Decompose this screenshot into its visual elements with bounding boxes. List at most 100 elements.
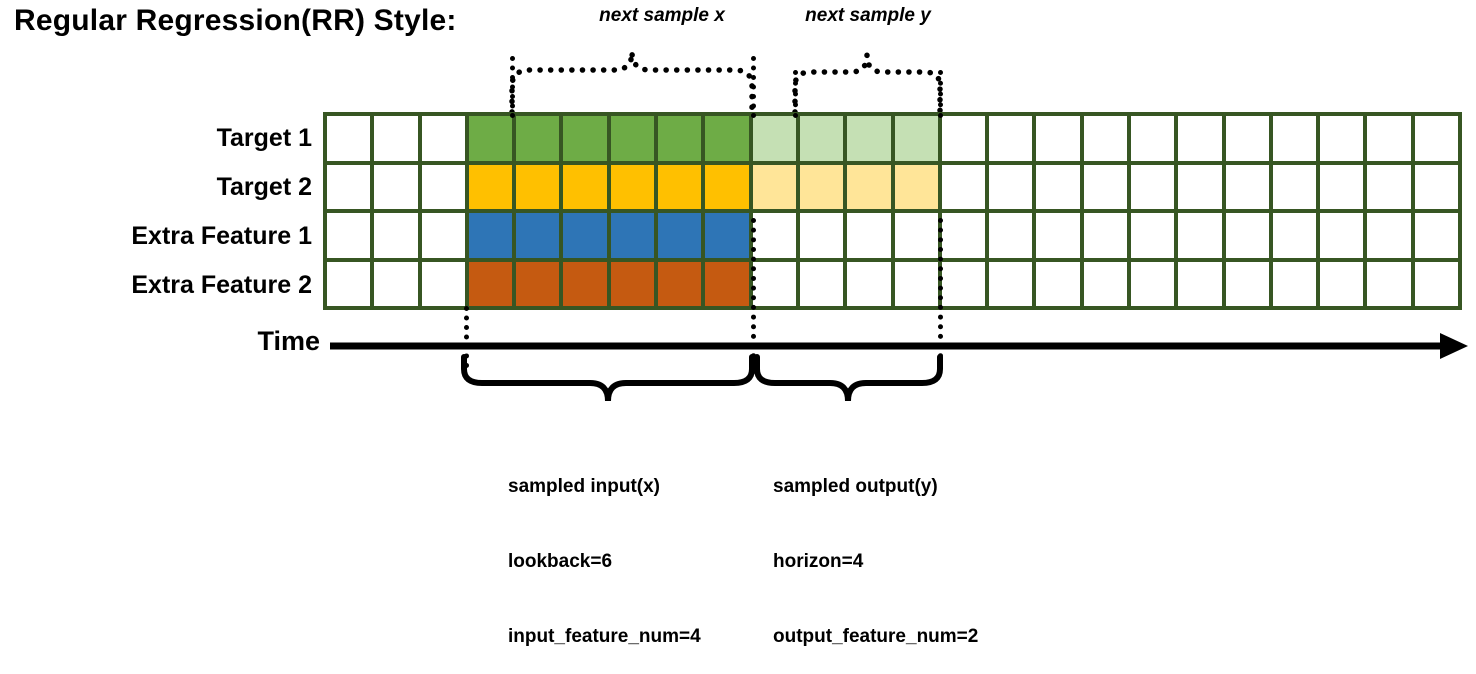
grid-cell-extra-feature-2-col-4 xyxy=(516,261,560,306)
grid-cell-extra-feature-1-col-19 xyxy=(1225,213,1269,258)
grid-cell-extra-feature-2-col-0 xyxy=(327,261,371,306)
grid-cell-target-1-col-17 xyxy=(1130,116,1175,161)
grid-cell-target-1-col-16 xyxy=(1083,116,1127,161)
grid-cell-extra-feature-1-col-3 xyxy=(468,213,513,258)
grid-cell-target-2-col-11 xyxy=(847,164,891,209)
grid-cell-target-1-col-0 xyxy=(327,116,371,161)
grid-cell-extra-feature-2-col-6 xyxy=(610,261,655,306)
page-title: Regular Regression(RR) Style: xyxy=(14,4,457,37)
grid-cell-extra-feature-2-col-10 xyxy=(799,261,844,306)
grid-cell-target-1-col-18 xyxy=(1178,116,1222,161)
row-label-extra-feature-1: Extra Feature 1 xyxy=(131,222,312,250)
bottom-braces-svg xyxy=(461,354,943,402)
grid-cell-target-1-col-15 xyxy=(1036,116,1080,161)
grid-cell-extra-feature-1-col-2 xyxy=(421,213,465,258)
grid-cell-target-2-col-5 xyxy=(563,164,607,209)
grid-cell-target-1-col-4 xyxy=(516,116,560,161)
guide-input-end-top xyxy=(751,56,756,118)
grid-cell-extra-feature-2-col-9 xyxy=(752,261,796,306)
grid-cell-extra-feature-1-col-23 xyxy=(1414,213,1458,258)
caption-input-line-1: sampled input(x) xyxy=(508,476,661,497)
caption-sampled-input: sampled input(x) lookback=6 input_featur… xyxy=(508,424,701,674)
grid-cell-target-1-col-2 xyxy=(421,116,465,161)
grid-cell-extra-feature-1-col-6 xyxy=(610,213,655,258)
grid-cell-target-2-col-20 xyxy=(1272,164,1317,209)
grid-cell-extra-feature-1-col-4 xyxy=(516,213,560,258)
caption-output-line-1: sampled output(y) xyxy=(773,476,938,497)
guide-output-end-bottom xyxy=(938,218,943,368)
grid-cell-target-1-col-6 xyxy=(610,116,655,161)
grid-cell-target-2-col-2 xyxy=(421,164,465,209)
grid-cell-extra-feature-1-col-13 xyxy=(941,213,986,258)
grid-cell-target-2-col-16 xyxy=(1083,164,1127,209)
grid-cell-target-2-col-17 xyxy=(1130,164,1175,209)
grid-cell-target-1-col-5 xyxy=(563,116,607,161)
grid-cell-target-2-col-9 xyxy=(752,164,796,209)
grid-cell-extra-feature-2-col-18 xyxy=(1178,261,1222,306)
grid-cell-extra-feature-1-col-22 xyxy=(1367,213,1411,258)
grid-cell-extra-feature-2-col-19 xyxy=(1225,261,1269,306)
row-label-extra-feature-2: Extra Feature 2 xyxy=(131,271,312,299)
timeline-grid xyxy=(323,112,1462,310)
grid-cell-extra-feature-2-col-5 xyxy=(563,261,607,306)
grid-cell-target-2-col-12 xyxy=(894,164,938,209)
grid-cell-target-1-col-10 xyxy=(799,116,844,161)
grid-cell-target-2-col-7 xyxy=(658,164,702,209)
grid-cell-extra-feature-2-col-13 xyxy=(941,261,986,306)
grid-cell-extra-feature-1-col-12 xyxy=(894,213,938,258)
grid-cell-target-1-col-22 xyxy=(1367,116,1411,161)
grid-cell-extra-feature-2-col-7 xyxy=(658,261,702,306)
grid-cell-extra-feature-2-col-21 xyxy=(1320,261,1364,306)
grid-cell-target-2-col-8 xyxy=(705,164,749,209)
grid-cell-target-2-col-3 xyxy=(468,164,513,209)
grid-cell-extra-feature-1-col-10 xyxy=(799,213,844,258)
time-axis-label: Time xyxy=(257,326,320,356)
grid-cell-target-2-col-4 xyxy=(516,164,560,209)
grid-cell-target-1-col-3 xyxy=(468,116,513,161)
grid-cell-extra-feature-1-col-5 xyxy=(563,213,607,258)
caption-output-line-3: output_feature_num=2 xyxy=(773,626,979,647)
grid-cell-extra-feature-1-col-9 xyxy=(752,213,796,258)
guide-output-start-top xyxy=(793,70,798,118)
brace-next-sample-y xyxy=(792,54,943,115)
caption-input-line-3: input_feature_num=4 xyxy=(508,626,701,647)
caption-sampled-output: sampled output(y) horizon=4 output_featu… xyxy=(773,424,978,674)
grid-cell-extra-feature-2-col-17 xyxy=(1130,261,1175,306)
grid-cell-target-1-col-19 xyxy=(1225,116,1269,161)
grid-cell-extra-feature-1-col-1 xyxy=(374,213,418,258)
time-axis-arrow xyxy=(330,333,1468,359)
grid-cell-target-1-col-8 xyxy=(705,116,749,161)
grid-cell-extra-feature-1-col-21 xyxy=(1320,213,1364,258)
grid-cell-target-1-col-11 xyxy=(847,116,891,161)
grid-cell-target-1-col-1 xyxy=(374,116,418,161)
grid-cell-target-2-col-19 xyxy=(1225,164,1269,209)
guide-input-start-bottom xyxy=(464,306,469,368)
grid-cell-extra-feature-2-col-14 xyxy=(989,261,1033,306)
grid-cell-extra-feature-2-col-8 xyxy=(705,261,749,306)
grid-cell-extra-feature-1-col-0 xyxy=(327,213,371,258)
grid-cell-extra-feature-1-col-16 xyxy=(1083,213,1127,258)
grid-cell-target-1-col-12 xyxy=(894,116,938,161)
grid-cell-extra-feature-1-col-17 xyxy=(1130,213,1175,258)
grid-cell-target-2-col-1 xyxy=(374,164,418,209)
grid-cell-target-2-col-14 xyxy=(989,164,1033,209)
grid-cell-extra-feature-2-col-23 xyxy=(1414,261,1458,306)
grid-cell-extra-feature-2-col-12 xyxy=(894,261,938,306)
grid-cell-target-1-col-23 xyxy=(1414,116,1458,161)
grid-cell-extra-feature-1-col-7 xyxy=(658,213,702,258)
grid-cell-extra-feature-2-col-11 xyxy=(847,261,891,306)
grid-cell-extra-feature-2-col-2 xyxy=(421,261,465,306)
grid-cell-target-2-col-23 xyxy=(1414,164,1458,209)
grid-cell-target-1-col-20 xyxy=(1272,116,1317,161)
grid-cell-target-1-col-21 xyxy=(1320,116,1364,161)
grid-cell-target-2-col-21 xyxy=(1320,164,1364,209)
grid-cell-extra-feature-1-col-11 xyxy=(847,213,891,258)
caption-input-line-2: lookback=6 xyxy=(508,551,613,572)
guide-input-end-bottom xyxy=(751,218,756,368)
grid-cell-target-2-col-6 xyxy=(610,164,655,209)
caption-output-line-2: horizon=4 xyxy=(773,551,864,572)
guide-input-start-top xyxy=(510,56,515,118)
grid-cell-target-2-col-18 xyxy=(1178,164,1222,209)
grid-cell-target-2-col-0 xyxy=(327,164,371,209)
grid-cell-target-1-col-7 xyxy=(658,116,702,161)
